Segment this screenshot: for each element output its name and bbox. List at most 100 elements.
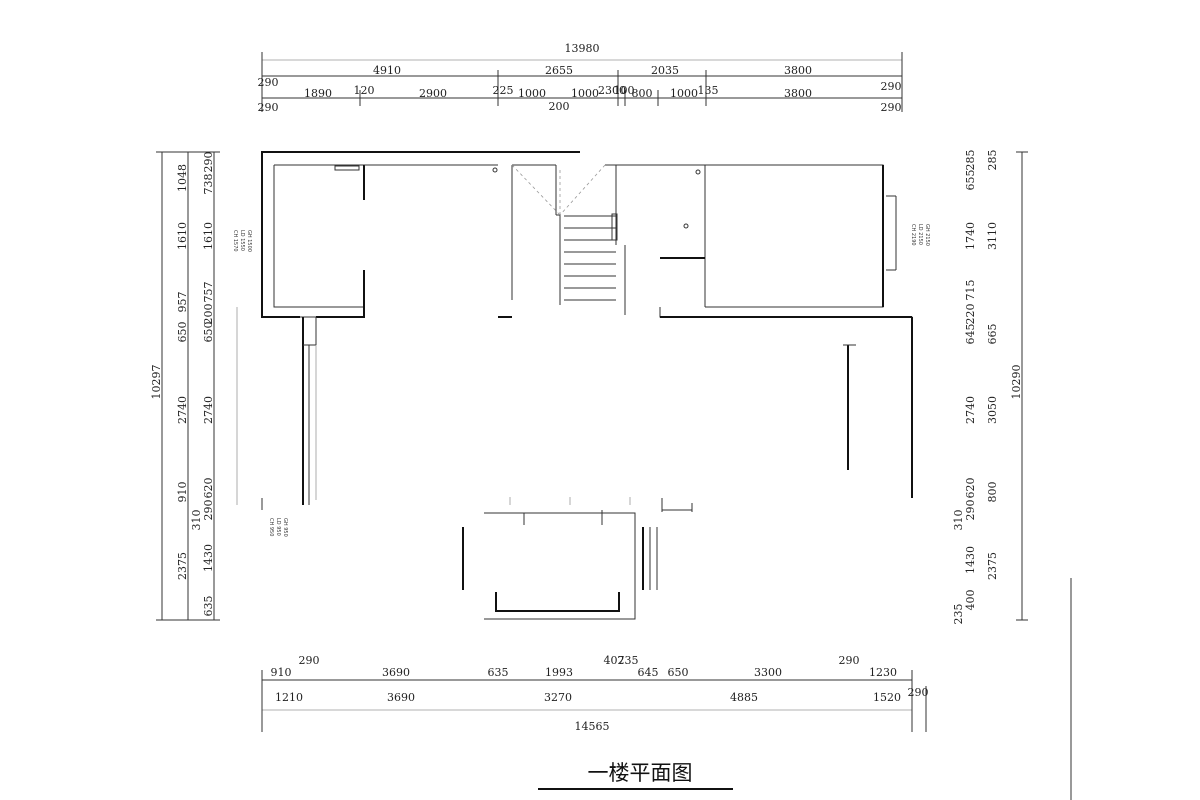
svg-text:CH 2190: CH 2190: [910, 224, 916, 246]
right-inner-1: 285: [964, 150, 977, 171]
right-outer-6: 2375: [986, 552, 999, 580]
top-sub-dim-4: 225: [493, 84, 514, 97]
window-label-right-upper: CH 2190 LD 2150 GH 2150: [910, 224, 930, 246]
bottom-dim-1: 910: [271, 666, 292, 679]
top-sub-dim-3: 2900: [419, 87, 447, 100]
bottom-dim-2: 290: [299, 654, 320, 667]
top-dim-2: 2655: [545, 64, 573, 77]
right-inner-7: 2740: [964, 396, 977, 424]
bottom-dim-7: 235: [618, 654, 639, 667]
left-inner-9: 290: [202, 500, 215, 521]
bottom-dim-12: 1230: [869, 666, 897, 679]
right-inner-5: 220: [964, 304, 977, 325]
top-sub-dim-9: 800: [632, 87, 653, 100]
top-left-290-a: 290: [258, 76, 279, 89]
top-dim-1: 4910: [373, 64, 401, 77]
fixtures: [334, 165, 897, 271]
bottom-dim-3: 3690: [382, 666, 410, 679]
svg-text:LD 950: LD 950: [275, 518, 281, 536]
bottom-sub-4: 4885: [730, 691, 758, 704]
top-sub-dim-6: 1000: [571, 87, 599, 100]
right-inner-3: 1740: [964, 222, 977, 250]
bottom-dim-9: 650: [668, 666, 689, 679]
bottom-sub-5: 1520: [873, 691, 901, 704]
top-sub-dim-1: 1890: [304, 87, 332, 100]
right-dimension-lines: [1016, 151, 1028, 621]
right-outer-4: 3050: [986, 396, 999, 424]
bottom-dimension-lines: [261, 670, 927, 732]
bottom-dim-5: 1993: [545, 666, 573, 679]
top-sub-dim-200: 200: [549, 100, 570, 113]
top-left-290-b: 290: [258, 101, 279, 114]
right-inner-2: 655: [964, 170, 977, 191]
left-outer-5: 2740: [176, 396, 189, 424]
left-inner-8: 620: [202, 478, 215, 499]
staircase: [511, 164, 618, 301]
bottom-sub-6: 290: [908, 686, 929, 699]
bottom-dim-4: 635: [488, 666, 509, 679]
bottom-sub-3: 3270: [544, 691, 572, 704]
left-outer-6: 910: [176, 482, 189, 503]
top-right-290-a: 290: [881, 80, 902, 93]
bottom-sub-1: 1210: [275, 691, 303, 704]
right-outer-3: 665: [986, 324, 999, 345]
right-inner-6: 645: [964, 324, 977, 345]
bottom-total-dim: 14565: [575, 720, 610, 733]
window-label-left-lower: CH 950 LD 950 GH 950: [268, 518, 288, 537]
svg-text:CH 1570: CH 1570: [232, 230, 238, 252]
top-sub-dim-8: 100: [614, 84, 635, 97]
left-inner-6: 650: [202, 322, 215, 343]
top-total-dim: 13980: [565, 42, 600, 55]
right-inner-9: 290: [964, 500, 977, 521]
left-outer-4: 650: [176, 322, 189, 343]
top-sub-dim-10: 1000: [670, 87, 698, 100]
wall-outline: [261, 151, 913, 498]
bottom-sub-2: 3690: [387, 691, 415, 704]
left-total-dim: 10297: [150, 365, 163, 400]
top-sub-dim-11: 135: [698, 84, 719, 97]
top-sub-dim-12: 3800: [784, 87, 812, 100]
bottom-dim-11: 290: [839, 654, 860, 667]
svg-text:LD 1550: LD 1550: [239, 230, 245, 251]
left-dimension-lines: [156, 151, 220, 621]
right-inner-11: 1430: [964, 546, 977, 574]
left-outer-1: 1048: [176, 164, 189, 192]
left-inner-3: 1610: [202, 222, 215, 250]
right-inner-12: 400: [964, 590, 977, 611]
window-label-left-upper: CH 1570 LD 1550 GH 1500: [232, 230, 252, 252]
left-outer-7: 310: [190, 510, 203, 531]
svg-text:GH 2150: GH 2150: [924, 224, 930, 246]
right-total-dim: 10290: [1010, 365, 1023, 400]
svg-text:GH 1500: GH 1500: [246, 230, 252, 252]
right-inner-13: 235: [952, 604, 965, 625]
top-dim-4: 3800: [784, 64, 812, 77]
right-outer-2: 3110: [986, 222, 999, 250]
top-sub-dim-5: 1000: [518, 87, 546, 100]
right-outer-1: 285: [986, 150, 999, 171]
left-outer-2: 1610: [176, 222, 189, 250]
bottom-dim-6: 407: [604, 654, 625, 667]
bottom-dim-8: 645: [638, 666, 659, 679]
left-inner-10: 1430: [202, 544, 215, 572]
left-outer-3: 957: [176, 292, 189, 313]
top-sub-dim-7: 2300: [598, 84, 626, 97]
svg-text:CH 950: CH 950: [268, 518, 274, 536]
right-outer-5: 800: [986, 482, 999, 503]
top-dimension-lines: [261, 52, 903, 112]
top-dim-3: 2035: [651, 64, 679, 77]
left-outer-8: 2375: [176, 552, 189, 580]
lower-walls: [236, 307, 856, 620]
svg-text:GH 950: GH 950: [282, 518, 288, 537]
left-inner-7: 2740: [202, 396, 215, 424]
drawing-title: 一楼平面图: [588, 761, 693, 785]
left-inner-4: 757: [202, 282, 215, 303]
left-inner-2: 738: [202, 174, 215, 195]
left-inner-5: 200: [202, 304, 215, 325]
top-sub-dim-2: 120: [354, 84, 375, 97]
left-inner-11: 635: [202, 596, 215, 617]
svg-text:LD 2150: LD 2150: [917, 224, 923, 245]
left-inner-1: 290: [202, 152, 215, 173]
right-inner-10: 310: [952, 510, 965, 531]
bottom-dim-10: 3300: [754, 666, 782, 679]
